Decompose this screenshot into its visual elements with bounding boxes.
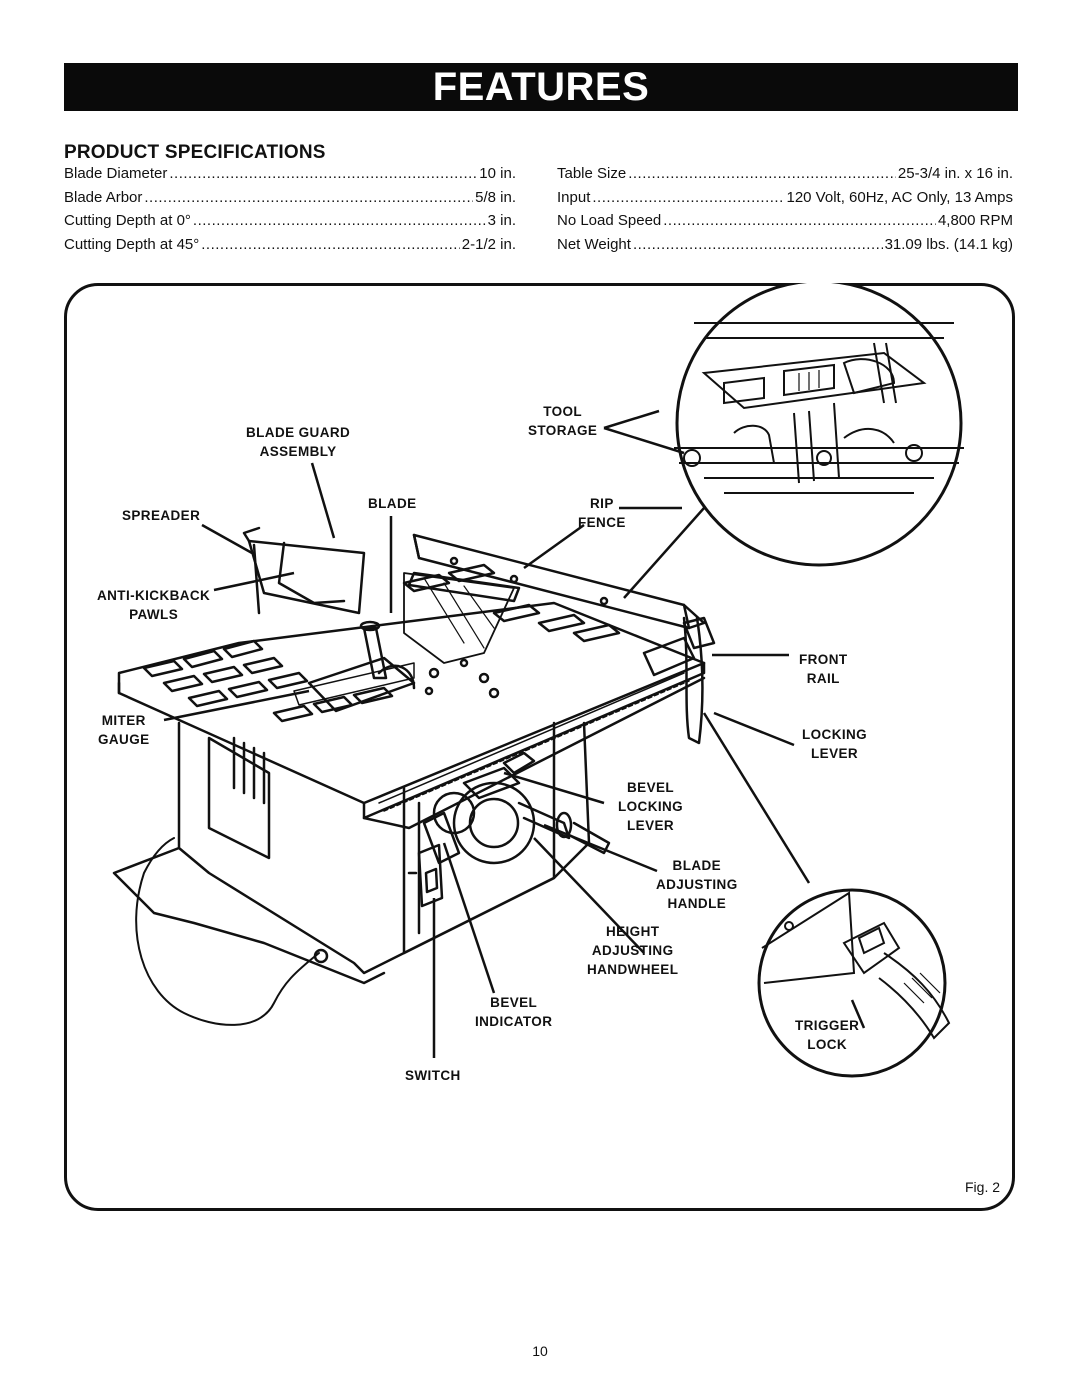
- spec-value: 120 Volt, 60Hz, AC Only, 13 Amps: [786, 188, 1013, 206]
- spec-row: Table Size 25-3/4 in. x 16 in.: [557, 165, 1013, 189]
- dot-leader: [201, 236, 460, 253]
- label-line: LOCK: [807, 1037, 848, 1052]
- label-bevel-indicator: BEVEL INDICATOR: [475, 993, 552, 1031]
- label-switch: SWITCH: [405, 1066, 461, 1085]
- label-blade: BLADE: [368, 494, 417, 513]
- label-line: MITER: [101, 713, 146, 728]
- label-line: LEVER: [811, 746, 859, 761]
- dot-leader: [628, 165, 896, 182]
- trigger-lock-inset: [757, 888, 951, 1078]
- spec-value: 4,800 RPM: [937, 212, 1013, 229]
- label-line: ADJUSTING: [591, 943, 674, 958]
- locking-lever-art: [642, 616, 716, 745]
- banner-title: FEATURES: [432, 65, 650, 109]
- saw-table-top: [117, 563, 706, 830]
- spec-row: Net Weight 31.09 lbs. (14.1 kg): [557, 236, 1013, 260]
- figure-frame: [64, 283, 1015, 1211]
- label-line: HANDWHEEL: [587, 962, 679, 977]
- label-line: INDICATOR: [475, 1014, 553, 1029]
- figure-caption: Fig. 2: [965, 1179, 1001, 1195]
- label-line: HEIGHT: [605, 924, 660, 939]
- spec-row: Blade Diameter 10 in.: [64, 165, 516, 189]
- label-line: TRIGGER: [795, 1018, 860, 1033]
- spec-value: 10 in.: [479, 165, 516, 182]
- tool-storage-inset: [674, 283, 964, 567]
- bevel-mechanism-art: [422, 751, 611, 865]
- spec-label: Blade Diameter: [64, 165, 168, 182]
- label-locking-lever: LOCKING LEVER: [802, 725, 867, 763]
- label-tool-storage: TOOL STORAGE: [528, 402, 597, 440]
- label-anti-kickback-pawls: ANTI-KICKBACK PAWLS: [97, 586, 210, 624]
- features-banner: FEATURES: [64, 63, 1018, 111]
- label-line: BEVEL: [490, 995, 538, 1010]
- label-line: PAWLS: [129, 607, 179, 622]
- label-line: BLADE: [672, 858, 722, 873]
- label-line: RIP: [590, 496, 614, 511]
- dot-leader: [193, 212, 486, 229]
- label-line: LEVER: [627, 818, 675, 833]
- dot-leader: [633, 236, 883, 253]
- dot-leader: [592, 189, 784, 206]
- leader-lines: [163, 409, 866, 1058]
- spec-row: Blade Arbor 5/8 in.: [64, 189, 516, 213]
- saw-base: [112, 721, 591, 985]
- spec-row: Cutting Depth at 45° 2-1/2 in.: [64, 236, 516, 260]
- spec-row: Cutting Depth at 0° 3 in.: [64, 212, 516, 236]
- specs-left-column: Blade Diameter 10 in. Blade Arbor 5/8 in…: [64, 165, 516, 259]
- specs-right-column: Table Size 25-3/4 in. x 16 in. Input 120…: [557, 165, 1013, 259]
- power-cord-art: [135, 837, 320, 1026]
- label-rip-fence: RIP FENCE: [578, 494, 626, 532]
- label-line: LOCKING: [802, 727, 868, 742]
- blade-guard-art: [242, 526, 521, 664]
- table-saw-illustration: [112, 283, 964, 1078]
- spec-value: 5/8 in.: [475, 188, 516, 206]
- label-line: FENCE: [578, 515, 626, 530]
- label-spreader: SPREADER: [122, 506, 200, 525]
- spec-value: 3 in.: [487, 212, 516, 229]
- label-height-adjusting-handwheel: HEIGHT ADJUSTING HANDWHEEL: [587, 922, 678, 979]
- spec-row: No Load Speed 4,800 RPM: [557, 212, 1013, 236]
- label-line: BEVEL: [627, 780, 675, 795]
- spec-label: Table Size: [557, 165, 627, 182]
- label-line: STORAGE: [528, 423, 598, 438]
- label-line: RAIL: [806, 671, 840, 686]
- label-line: HANDLE: [667, 896, 727, 911]
- spec-label: Input: [557, 188, 591, 206]
- spec-label: Net Weight: [557, 235, 631, 253]
- spec-label: Cutting Depth at 0°: [64, 212, 191, 229]
- switch-art: [417, 843, 444, 908]
- label-blade-adjusting-handle: BLADE ADJUSTING HANDLE: [656, 856, 738, 913]
- label-line: TOOL: [543, 404, 583, 419]
- label-line: SPREADER: [122, 508, 201, 523]
- spec-value: 2-1/2 in.: [461, 235, 516, 253]
- page-number: 10: [532, 1343, 548, 1359]
- label-bevel-locking-lever: BEVEL LOCKING LEVER: [618, 778, 683, 835]
- label-blade-guard-assembly: BLADE GUARD ASSEMBLY: [246, 423, 350, 461]
- label-line: FRONT: [799, 652, 848, 667]
- label-line: GAUGE: [98, 732, 150, 747]
- spec-row: Input 120 Volt, 60Hz, AC Only, 13 Amps: [557, 189, 1013, 213]
- spec-label: Blade Arbor: [64, 188, 143, 206]
- label-miter-gauge: MITER GAUGE: [98, 711, 150, 749]
- spec-value: 31.09 lbs. (14.1 kg): [884, 235, 1013, 253]
- dot-leader: [144, 189, 473, 206]
- spec-label: Cutting Depth at 45°: [64, 235, 200, 253]
- label-line: BLADE: [368, 496, 417, 511]
- label-line: ANTI-KICKBACK: [97, 588, 211, 603]
- dot-leader: [663, 212, 936, 229]
- label-line: BLADE GUARD: [246, 425, 351, 440]
- label-line: ASSEMBLY: [259, 444, 337, 459]
- label-line: SWITCH: [405, 1068, 461, 1083]
- rip-fence-art: [412, 533, 706, 630]
- label-line: LOCKING: [618, 799, 684, 814]
- label-front-rail: FRONT RAIL: [799, 650, 848, 688]
- spec-value: 25-3/4 in. x 16 in.: [897, 165, 1013, 182]
- spec-label: No Load Speed: [557, 212, 662, 229]
- dot-leader: [169, 165, 477, 182]
- miter-gauge-art: [293, 620, 416, 713]
- specs-title: PRODUCT SPECIFICATIONS: [64, 142, 326, 163]
- label-trigger-lock: TRIGGER LOCK: [795, 1016, 859, 1054]
- label-line: ADJUSTING: [656, 877, 738, 892]
